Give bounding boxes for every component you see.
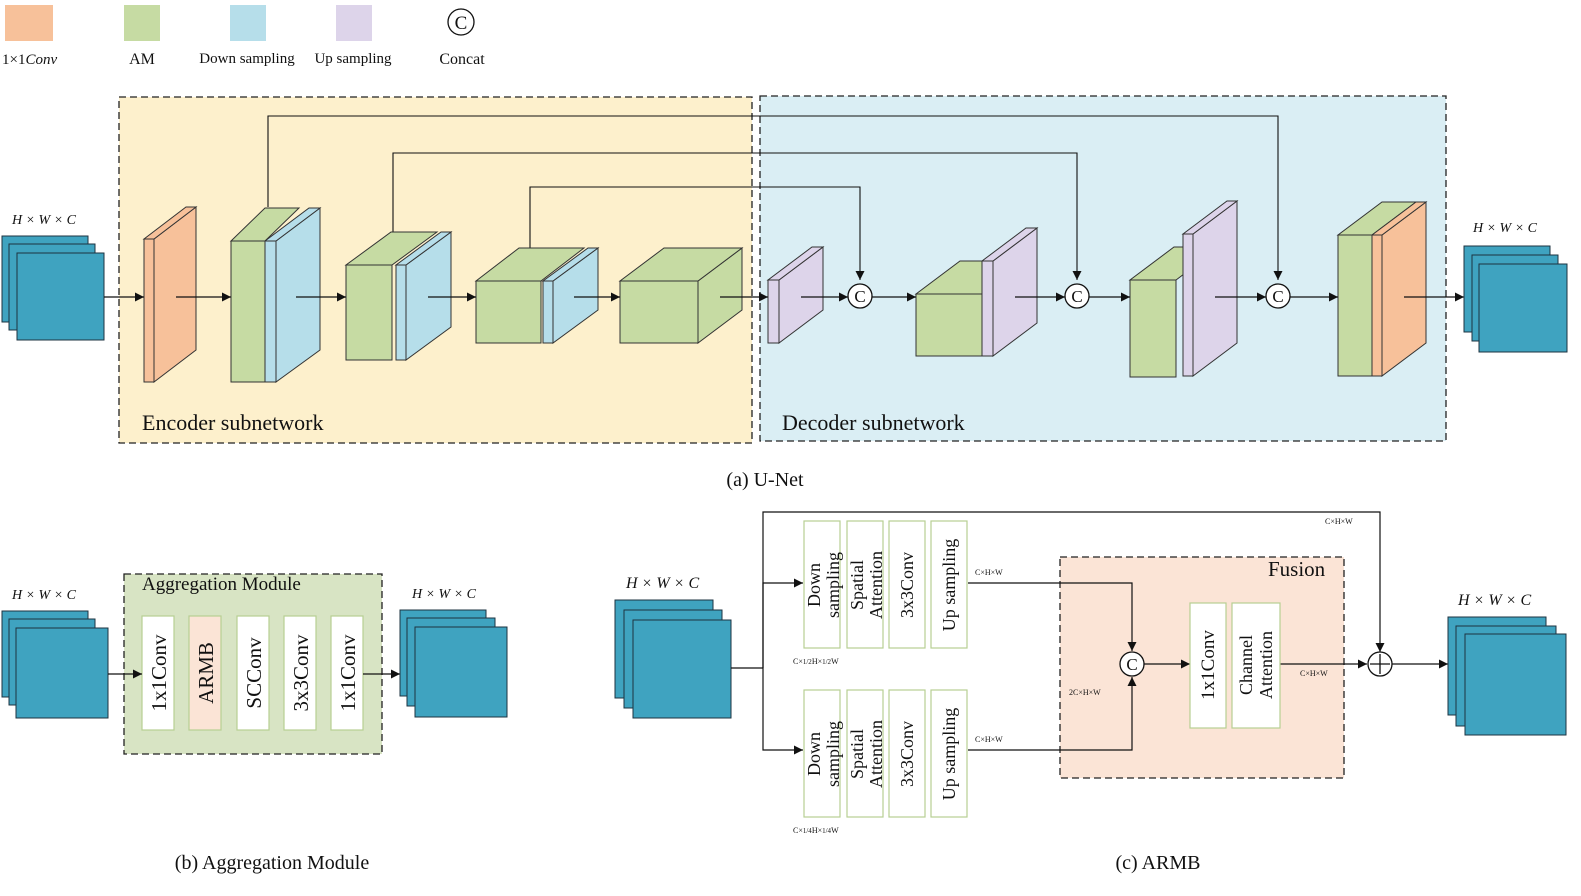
legend-label-conv: 1×1Conv	[2, 52, 57, 68]
fusion-out-label: C×H×W	[1300, 669, 1328, 678]
fusion-1x1conv-label: 1x1Conv	[1198, 630, 1219, 700]
legend-concat-symbol: C	[455, 13, 468, 34]
legend-swatch-am	[124, 5, 160, 41]
armb-caption: (c) ARMB	[1116, 852, 1201, 874]
agg-block-label-scconv: SCConv	[242, 637, 266, 709]
top-branch-downsample-label: Downsampling	[804, 552, 843, 618]
armb-add-node	[1367, 651, 1393, 677]
unet-output-feature-map	[1463, 245, 1568, 353]
agg-output-feature-map	[399, 609, 508, 718]
unet-concat-node-1: C	[847, 283, 873, 309]
bottom-branch-3x3conv	[888, 689, 926, 818]
legend-swatch-down	[230, 5, 266, 41]
armb-input-feature-map	[614, 599, 732, 719]
top-branch-upsample	[930, 520, 968, 649]
armb-connections	[731, 511, 1448, 755]
unet-output-dims: H × W × C	[1472, 221, 1538, 236]
bottom-branch-upsample	[930, 689, 968, 818]
armb-output-dims: H × W × C	[1457, 592, 1531, 609]
bottom-branch-3x3conv-label: 3x3Conv	[897, 721, 917, 787]
top-branch-3x3conv-label: 3x3Conv	[897, 552, 917, 618]
agg-block-armb	[188, 615, 222, 731]
armb-output-feature-map	[1447, 616, 1567, 736]
aggregation-panel: H × W × C Aggregation Module 1x1Conv ARM…	[1, 573, 508, 874]
fusion-1x1conv	[1189, 602, 1227, 729]
legend: C 1×1Conv AM Down sampling Up sampling C…	[2, 5, 485, 68]
encoder-stage-3	[474, 247, 600, 344]
top-branch-spatial-attention-label: SpatialAttention	[847, 551, 886, 619]
agg-block-1x1conv-a	[141, 615, 175, 731]
svg-text:C: C	[854, 287, 865, 306]
top-branch-spatial-attention	[846, 520, 884, 649]
decoder-stage-3	[1336, 201, 1428, 377]
agg-block-label-1x1conv-b: 1x1Conv	[336, 634, 360, 712]
agg-block-label-1x1conv-a: 1x1Conv	[147, 634, 171, 712]
armb-input-dims: H × W × C	[625, 575, 699, 592]
unet-panel: Encoder subnetwork Decoder subnetwork H …	[1, 95, 1568, 491]
bottom-branch-spatial-attention	[846, 689, 884, 818]
unet-concat-node-2: C	[1064, 283, 1090, 309]
bottom-branch-downsample	[803, 689, 841, 818]
bottom-branch-dim-label: C×1/4H×1/4W	[793, 826, 839, 835]
bottom-branch-upsample-label: Up sampling	[939, 708, 959, 801]
legend-swatch-conv	[5, 5, 53, 41]
agg-block-scconv	[236, 615, 270, 731]
agg-output-dims: H × W × C	[411, 587, 477, 602]
decoder-stage-1	[914, 227, 1039, 357]
agg-block-1x1conv-b	[330, 615, 364, 731]
unet-concat-node-3: C	[1265, 283, 1291, 309]
armb-skip-label: C×H×W	[1325, 517, 1353, 526]
armb-concat-node: C	[1119, 651, 1145, 677]
bottom-branch-out-label: C×H×W	[975, 735, 1003, 744]
bottom-branch-spatial-attention-label: SpatialAttention	[847, 720, 886, 788]
legend-label-up: Up sampling	[314, 51, 392, 67]
decoder-upsample-1	[766, 246, 825, 344]
legend-label-am: AM	[129, 51, 155, 68]
unet-caption: (a) U-Net	[726, 469, 804, 491]
fusion-channel-attention	[1231, 602, 1281, 729]
decoder-stage-2	[1128, 200, 1239, 378]
encoder-stage-1	[229, 207, 322, 383]
encoder-conv-block	[142, 205, 198, 384]
top-branch-3x3conv	[888, 520, 926, 649]
legend-swatch-up	[336, 5, 372, 41]
unet-input-dims: H × W × C	[11, 213, 77, 228]
agg-input-feature-map	[1, 610, 109, 719]
skip-connections	[267, 115, 1283, 280]
fusion-label: Fusion	[1268, 557, 1326, 581]
encoder-label: Encoder subnetwork	[142, 410, 323, 435]
svg-text:C: C	[1126, 655, 1137, 674]
agg-input-dims: H × W × C	[11, 588, 77, 603]
decoder-label: Decoder subnetwork	[782, 410, 965, 435]
encoder-stage-2	[344, 231, 453, 361]
legend-label-concat: Concat	[439, 51, 485, 68]
agg-block-label-armb: ARMB	[194, 642, 218, 704]
agg-block-3x3conv	[283, 615, 317, 731]
top-branch-out-label: C×H×W	[975, 568, 1003, 577]
top-branch-upsample-label: Up sampling	[939, 539, 959, 632]
bottom-branch-downsample-label: Downsampling	[804, 721, 843, 787]
armb-concat-label: 2C×H×W	[1069, 688, 1101, 697]
fusion-channel-attention-label: ChannelAttention	[1236, 631, 1276, 699]
agg-caption: (b) Aggregation Module	[175, 852, 370, 874]
agg-module-title: Aggregation Module	[142, 574, 301, 595]
legend-label-down: Down sampling	[199, 51, 295, 67]
unet-input-feature-map	[1, 235, 105, 341]
armb-panel: H × W × C Fusion Downsampling SpatialAtt…	[614, 511, 1567, 874]
svg-text:C: C	[1071, 287, 1082, 306]
bottleneck-block	[618, 247, 744, 344]
top-branch-downsample	[803, 520, 841, 649]
legend-concat-icon	[447, 8, 475, 36]
top-branch-dim-label: C×1/2H×1/2W	[793, 657, 839, 666]
svg-text:C: C	[1272, 287, 1283, 306]
agg-block-label-3x3conv: 3x3Conv	[289, 634, 313, 712]
